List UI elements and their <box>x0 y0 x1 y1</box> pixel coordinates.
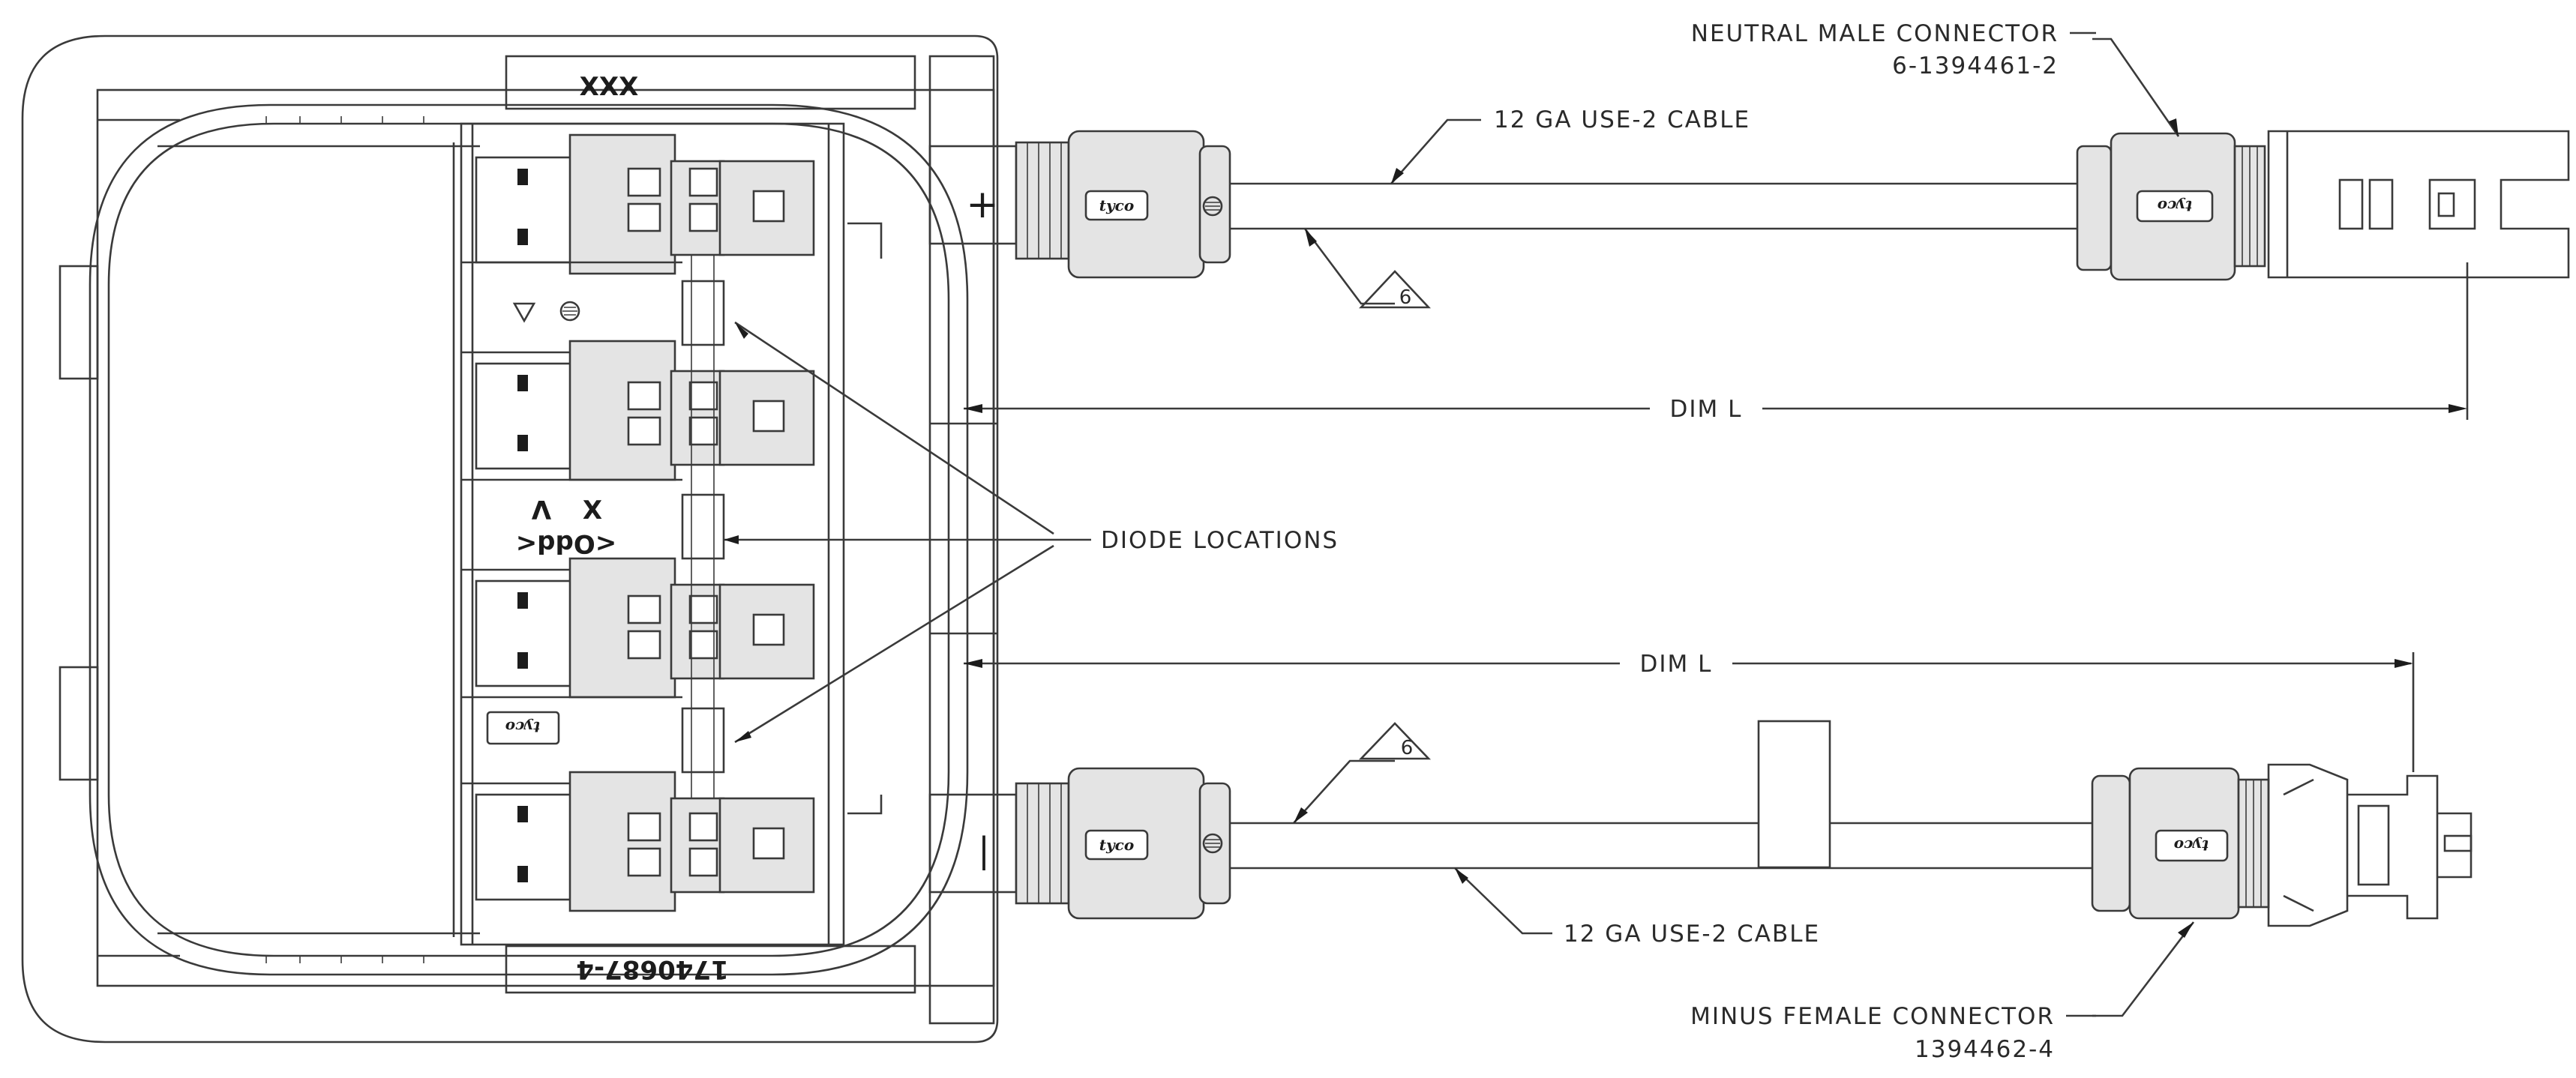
bottom-cable <box>1230 822 2092 870</box>
svg-text:6: 6 <box>1401 737 1414 759</box>
neutral-connector-title: NEUTRAL MALE CONNECTOR <box>1691 20 2059 47</box>
minus-female-connector: tyco <box>2091 763 2473 927</box>
neutral-connector-part: 6-1394461-2 <box>1892 52 2059 79</box>
bottom-cable-gland: | tyco <box>928 767 1231 920</box>
svg-text:6: 6 <box>1399 286 1412 309</box>
triangle-note-icon <box>512 302 536 323</box>
minus-connector-part: 1394462-4 <box>1915 1036 2055 1063</box>
svg-text:tyco: tyco <box>2174 837 2209 855</box>
cable-label-bottom: 12 GA USE-2 CABLE <box>1564 921 1820 948</box>
cable-label-top: 12 GA USE-2 CABLE <box>1494 106 1750 133</box>
dim-l-bottom: DIM L <box>1640 651 1713 678</box>
terminal-4 <box>475 771 883 912</box>
dim-l-top: DIM L <box>1670 396 1743 423</box>
diode-1 <box>681 280 725 346</box>
rating-x: X <box>583 496 602 526</box>
neutral-male-connector: tyco <box>2076 130 2570 281</box>
box-top-label: XXX <box>580 72 639 102</box>
rating-v: V <box>531 494 551 524</box>
terminal-2 <box>475 340 815 481</box>
top-cable <box>1230 182 2077 230</box>
rating-vdc: <Odd< <box>516 529 617 558</box>
note-flag-top <box>1358 270 1432 309</box>
diode-3 <box>681 707 725 774</box>
terminal-3 <box>475 557 815 699</box>
minus-icon: | <box>978 830 990 871</box>
tyco-logo-icon: tyco <box>486 711 560 745</box>
minus-connector-title: MINUS FEMALE CONNECTOR <box>1690 1003 2055 1030</box>
terminal-1 <box>475 133 883 275</box>
dimension-top <box>964 262 2469 420</box>
cable-strap <box>1757 720 1831 869</box>
svg-text:tyco: tyco <box>1099 836 1134 854</box>
svg-text:tyco: tyco <box>1099 196 1134 214</box>
top-cable-gland: + tyco <box>928 130 1231 279</box>
svg-text:tyco: tyco <box>2158 197 2192 215</box>
diode-2 <box>681 493 725 560</box>
plus-icon: + <box>966 182 999 227</box>
terminal-blocks <box>460 122 883 946</box>
box-part-number: 1740687-4 <box>576 954 728 984</box>
ground-symbol-icon <box>559 301 580 322</box>
dimension-bottom <box>964 652 2415 772</box>
note-flag-bottom <box>1358 722 1432 760</box>
svg-text:tyco: tyco <box>505 718 540 736</box>
diode-locations-label: DIODE LOCATIONS <box>1101 527 1339 554</box>
